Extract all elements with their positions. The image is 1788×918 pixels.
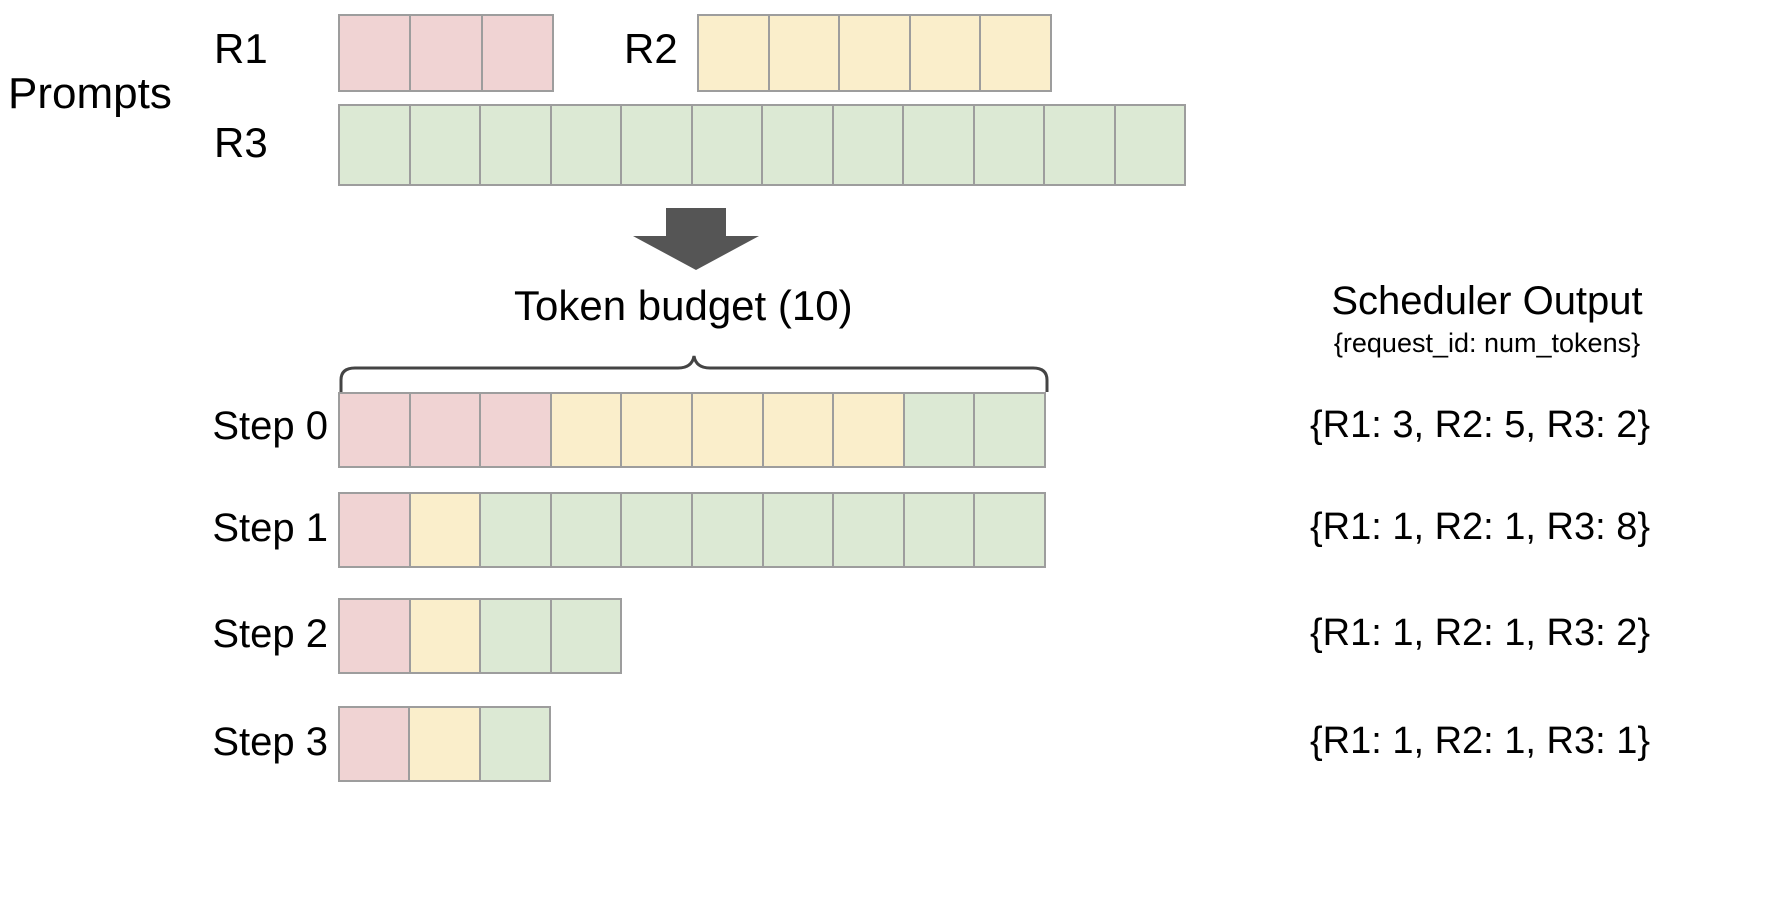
- prompt-r3-cell: [551, 106, 622, 184]
- step-0-cell: [834, 394, 905, 466]
- prompt-r2-cell: [769, 16, 841, 90]
- step-1-cell: [834, 494, 905, 566]
- prompt-r3-cell: [692, 106, 763, 184]
- step-1-cell: [904, 494, 976, 566]
- request-label-r1: R1: [214, 25, 268, 72]
- step-strip-2: [338, 598, 622, 674]
- step-label-0: Step 0: [212, 404, 328, 448]
- prompt-r3-cell: [1115, 106, 1184, 184]
- step-1-cell: [410, 494, 482, 566]
- step-2-cell: [410, 600, 481, 672]
- step-label-3: Step 3: [212, 720, 328, 764]
- scheduler-output-1: {R1: 1, R2: 1, R3: 8}: [1309, 506, 1651, 548]
- step-1-cell: [340, 494, 411, 566]
- prompt-r3-cell: [622, 106, 693, 184]
- prompt-strip-r3: [338, 104, 1186, 186]
- prompt-r3-cell: [974, 106, 1045, 184]
- step-1-cell: [975, 494, 1044, 566]
- curly-brace-icon: [338, 352, 1050, 392]
- scheduler-output-title: Scheduler Output: [1331, 279, 1643, 323]
- step-strip-0: [338, 392, 1046, 468]
- step-1-cell: [692, 494, 764, 566]
- prompt-r1-cell: [340, 16, 412, 90]
- step-1-cell: [551, 494, 623, 566]
- step-label-1: Step 1: [212, 506, 328, 550]
- step-0-cell: [975, 394, 1044, 466]
- step-3-cell: [340, 708, 411, 780]
- step-0-cell: [904, 394, 976, 466]
- step-strip-3: [338, 706, 551, 782]
- scheduler-output-0: {R1: 3, R2: 5, R3: 2}: [1309, 404, 1651, 446]
- step-1-cell: [763, 494, 835, 566]
- step-0-cell: [622, 394, 693, 466]
- request-label-r3: R3: [214, 119, 268, 166]
- prompt-r3-cell: [410, 106, 481, 184]
- prompt-r1-cell: [411, 16, 483, 90]
- prompt-r1-cell: [482, 16, 552, 90]
- step-0-cell: [481, 394, 552, 466]
- scheduler-output-subtitle: {request_id: num_tokens}: [1333, 328, 1641, 358]
- step-0-cell: [692, 394, 764, 466]
- prompt-r3-cell: [833, 106, 904, 184]
- prompt-r2-cell: [981, 16, 1050, 90]
- scheduler-output-3: {R1: 1, R2: 1, R3: 1}: [1309, 720, 1651, 762]
- step-0-cell: [340, 394, 411, 466]
- prompt-r3-cell: [1045, 106, 1116, 184]
- prompt-r3-cell: [763, 106, 834, 184]
- step-0-cell: [551, 394, 623, 466]
- step-0-cell: [410, 394, 482, 466]
- prompt-r2-cell: [910, 16, 982, 90]
- prompt-r3-cell: [481, 106, 552, 184]
- step-label-2: Step 2: [212, 612, 328, 656]
- scheduler-output-2: {R1: 1, R2: 1, R3: 2}: [1309, 612, 1651, 654]
- step-2-cell: [551, 600, 620, 672]
- step-strip-1: [338, 492, 1046, 568]
- step-1-cell: [481, 494, 552, 566]
- step-2-cell: [340, 600, 411, 672]
- prompt-r2-cell: [840, 16, 911, 90]
- request-label-r2: R2: [624, 25, 678, 72]
- down-arrow-icon: [633, 208, 759, 270]
- step-3-cell: [410, 708, 481, 780]
- prompts-section-label: Prompts: [8, 69, 172, 118]
- prompt-r2-cell: [699, 16, 770, 90]
- step-2-cell: [481, 600, 552, 672]
- step-1-cell: [622, 494, 693, 566]
- prompt-r3-cell: [904, 106, 975, 184]
- step-0-cell: [763, 394, 835, 466]
- token-budget-label: Token budget (10): [514, 282, 853, 329]
- prompt-r3-cell: [340, 106, 411, 184]
- prompt-strip-r1: [338, 14, 554, 92]
- step-3-cell: [480, 708, 549, 780]
- prompt-strip-r2: [697, 14, 1052, 92]
